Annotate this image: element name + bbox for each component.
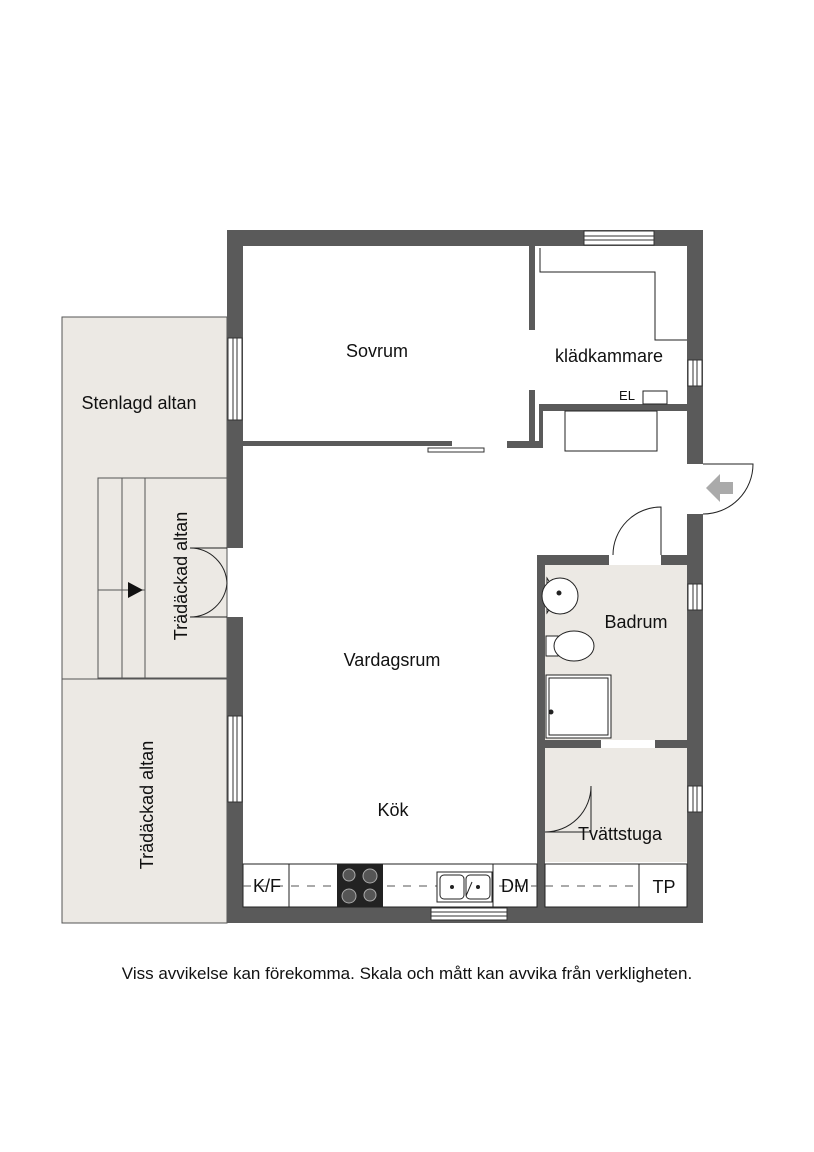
entrance-arrow-icon — [706, 474, 733, 502]
label-badrum: Badrum — [604, 612, 667, 632]
label-sovrum: Sovrum — [346, 341, 408, 361]
windows — [227, 230, 703, 921]
kitchen-counter — [242, 863, 538, 908]
doors — [189, 463, 754, 833]
sliding-door — [427, 447, 485, 453]
label-kok: Kök — [377, 800, 409, 820]
label-tp: TP — [652, 877, 675, 897]
closet-shelves — [539, 248, 687, 452]
arrow-right-icon — [128, 582, 143, 598]
label-tradackad-altan-upper: Trädäckad altan — [171, 512, 191, 640]
bathroom-fixtures — [541, 576, 612, 739]
wood-deck-upper — [144, 477, 228, 679]
label-vardagsrum: Vardagsrum — [344, 650, 441, 670]
label-dm: DM — [501, 876, 529, 896]
label-stenlagd-altan: Stenlagd altan — [81, 393, 196, 413]
laundry-counter — [544, 863, 688, 908]
label-tvattstuga: Tvättstuga — [578, 824, 663, 844]
label-kf: K/F — [253, 876, 281, 896]
tvattstuga-floor — [545, 748, 688, 862]
disclaimer: Viss avvikelse kan förekomma. Skala och … — [121, 964, 693, 983]
label-kladkammare: klädkammare — [555, 346, 663, 366]
label-tradackad-altan-lower: Trädäckad altan — [137, 741, 157, 869]
label-el: EL — [619, 388, 635, 403]
wood-deck-lower — [61, 678, 228, 924]
